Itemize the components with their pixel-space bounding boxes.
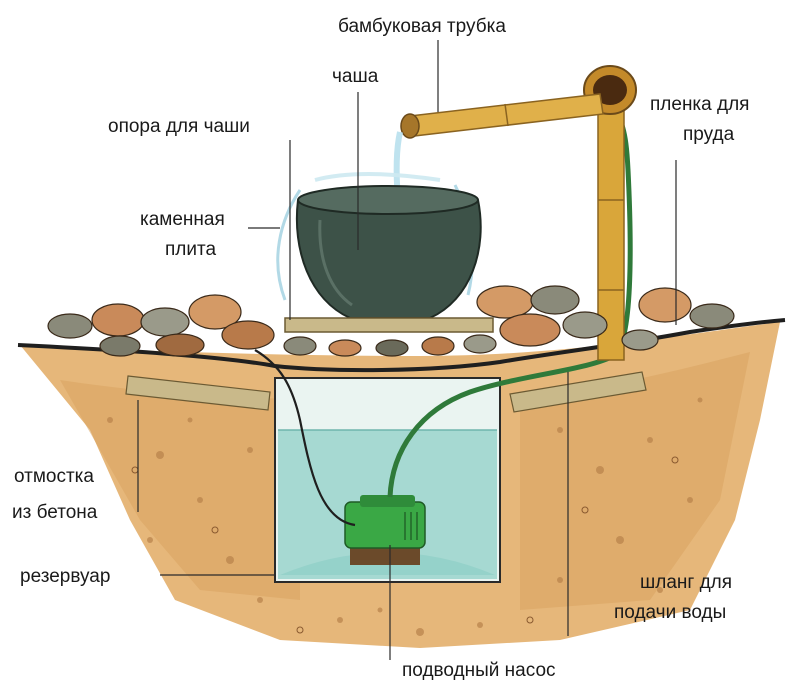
labels: бамбуковая трубка чаша опора для чаши пл… (12, 16, 749, 681)
concrete-apron (125, 371, 647, 413)
fountain-bowl (295, 185, 482, 319)
label-concrete-2: из бетона (12, 502, 98, 523)
submersible-pump (344, 495, 426, 565)
label-pond-liner-1: пленка для (650, 94, 749, 115)
label-bowl: чаша (332, 66, 379, 87)
pump-cable (254, 349, 356, 527)
label-hose-2: подачи воды (614, 602, 726, 623)
label-reservoir: резервуар (20, 566, 110, 587)
leader-lines (137, 40, 677, 660)
label-stone-slab-2: плита (165, 239, 216, 260)
stone-slab (284, 317, 494, 333)
label-hose-1: шланг для (640, 572, 732, 593)
label-bamboo-tube: бамбуковая трубка (338, 16, 506, 37)
label-stone-slab-1: каменная (140, 209, 225, 230)
label-pump: подводный насос (402, 660, 556, 681)
label-bowl-support: опора для чаши (108, 116, 250, 137)
bamboo-tube (400, 93, 604, 139)
pebbles (47, 285, 735, 357)
label-pond-liner-2: пруда (683, 124, 735, 145)
label-concrete-1: отмостка (14, 466, 94, 487)
